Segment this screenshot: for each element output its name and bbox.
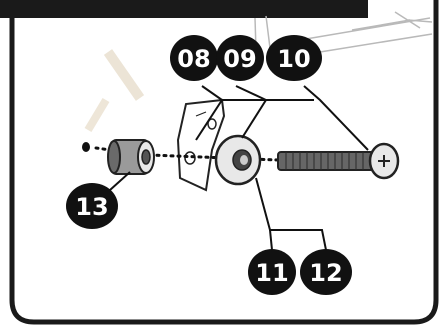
leader-lines-bottom — [255, 177, 327, 251]
bolt-10 — [277, 142, 400, 180]
callout-badge-09: 09 — [216, 35, 264, 81]
leader-lines-top — [195, 85, 369, 151]
spacer-13 — [107, 139, 155, 175]
callout-label-08: 08 — [177, 45, 210, 73]
callout-badge-11: 11 — [248, 249, 296, 295]
bracket-plate — [176, 98, 226, 192]
callout-label-13: 13 — [75, 193, 108, 221]
callout-label-09: 09 — [223, 45, 256, 73]
header-tab — [0, 0, 368, 18]
callout-label-12: 12 — [309, 259, 342, 287]
callout-badge-12: 12 — [300, 249, 352, 295]
panel-frame — [9, 0, 439, 325]
callout-label-10: 10 — [277, 45, 310, 73]
background-bracket — [84, 11, 433, 133]
callout-badge-08: 08 — [170, 35, 218, 81]
callout-label-11: 11 — [255, 259, 288, 287]
callout-badge-13: 13 — [66, 183, 118, 229]
leader-line-13 — [109, 171, 131, 191]
small-dot-part — [82, 142, 90, 152]
washer-09 — [214, 134, 262, 186]
callout-badge-10: 10 — [266, 35, 322, 81]
